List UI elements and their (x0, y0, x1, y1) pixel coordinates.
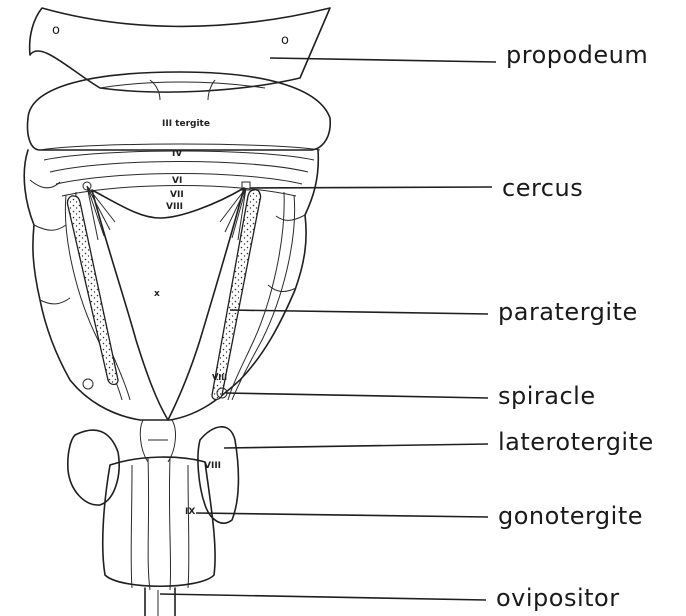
label-viii-top: VIII (166, 202, 183, 212)
leader-ovipositor (160, 594, 486, 600)
label-x: x (154, 289, 160, 299)
segment-vi-arc (50, 162, 308, 173)
label-iv: IV (172, 149, 182, 159)
propodeum-mark-left: o (52, 23, 60, 38)
leader-gonotergite (196, 513, 488, 517)
paratergite-left (67, 196, 118, 385)
leader-spiracle (226, 393, 488, 398)
laterotergite-right (198, 427, 238, 523)
ovipositor-shaft (145, 588, 175, 616)
label-propodeum: propodeum (506, 41, 648, 69)
tergite-iii (28, 72, 331, 150)
propodeum-plate (30, 8, 330, 92)
label-iii-tergite: III tergite (162, 119, 210, 129)
leader-propodeum (270, 58, 496, 62)
left-lobe-0 (30, 180, 60, 188)
label-spiracle: spiracle (498, 382, 596, 410)
spiracle-left (83, 379, 93, 389)
label-gonotergite: gonotergite (498, 502, 643, 530)
label-ix: IX (185, 507, 195, 517)
propodeum-mark-right: o (281, 33, 289, 48)
label-vi: VI (172, 176, 182, 186)
x-stem (140, 420, 175, 462)
label-paratergite: paratergite (498, 298, 638, 326)
left-lobe-2 (40, 298, 70, 304)
label-viii-spiracle: VIII (212, 373, 227, 382)
label-cercus: cercus (502, 174, 583, 202)
label-vii: VII (170, 190, 184, 200)
right-lobe-1 (276, 215, 305, 220)
gonotergite-ridges (131, 458, 189, 590)
label-laterotergite: laterotergite (498, 428, 654, 456)
tergite-iii-inner-arc (100, 82, 265, 88)
leader-laterotergite (224, 444, 488, 448)
leader-cercus (250, 187, 492, 188)
leader-paratergite (230, 310, 488, 314)
laterotergite-left (68, 430, 119, 505)
label-ovipositor: ovipositor (496, 584, 620, 612)
left-lobe-1 (34, 225, 66, 230)
